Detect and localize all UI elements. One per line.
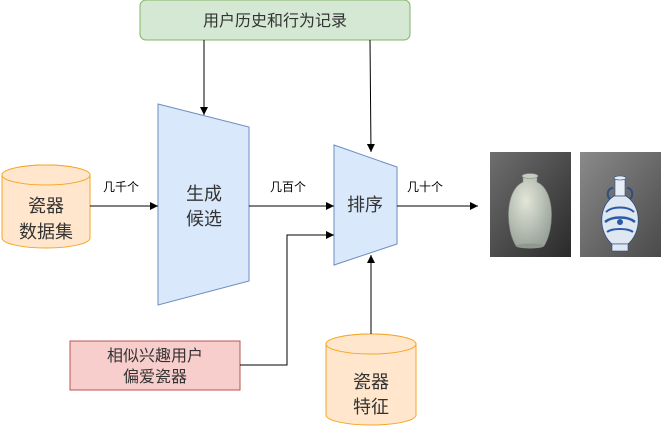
user-history-label: 用户历史和行为记录 (203, 11, 347, 30)
dataset-label-line-1: 瓷器 (28, 196, 64, 217)
dataset-label-line-2: 数据集 (19, 222, 73, 243)
candidate-label-line-2: 候选 (186, 209, 222, 230)
dataset-cylinder (1, 164, 91, 249)
feature-label-line-1: 瓷器 (353, 372, 389, 393)
edge-similar-users-to-rank (240, 231, 334, 366)
candidate-label-line-1: 生成 (186, 184, 222, 205)
edge-label-bg-thousands (98, 178, 144, 194)
similar-users-box (69, 340, 241, 391)
edge-label-hundreds: 几百个 (270, 180, 306, 194)
feature-label-line-2: 特征 (353, 397, 389, 418)
similar-users-line-1: 相似兴趣用户 (107, 346, 203, 365)
edge-label-tens: 几十个 (407, 180, 443, 194)
edge-label-thousands: 几千个 (103, 180, 139, 194)
edge-label-bg-hundreds (265, 178, 311, 194)
rank-label: 排序 (347, 195, 383, 216)
user-history-box (139, 0, 411, 41)
candidate-generation-shape (157, 103, 250, 306)
similar-users-line-2: 偏爱瓷器 (123, 367, 187, 386)
blue-white-vase-photo (580, 152, 661, 257)
celadon-vase-photo (490, 152, 571, 257)
rank-shape (333, 144, 398, 266)
edge-history-to-rank (366, 39, 375, 153)
edge-label-bg-tens (402, 178, 448, 194)
feature-cylinder (325, 333, 417, 426)
